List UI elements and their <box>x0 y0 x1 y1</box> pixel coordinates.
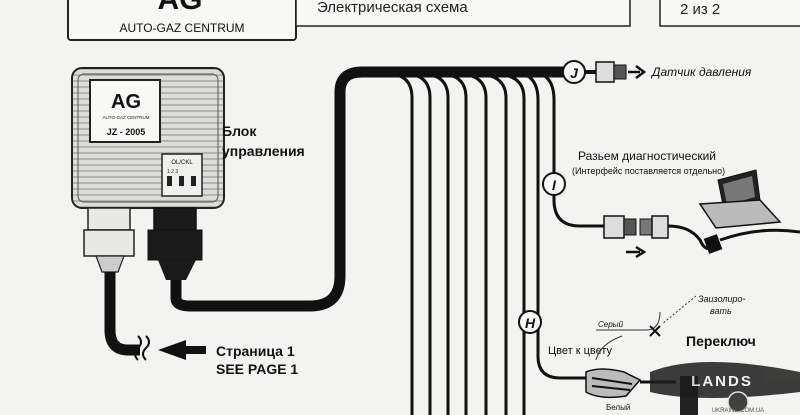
wire-h <box>511 70 590 380</box>
switch-harness: Белый <box>585 368 698 415</box>
arrow-right-icon <box>158 340 206 360</box>
cable-to-page1 <box>104 272 140 356</box>
watermark-sub: UKRAINE.COM.UA <box>712 408 764 414</box>
brand-letters: AG <box>158 0 203 16</box>
dip-switch-3 <box>191 176 196 186</box>
page-title: Электрическая схема <box>317 0 468 16</box>
main-harness <box>170 66 570 312</box>
header-page-box: 2 из 2 <box>659 0 800 27</box>
connector-h-badge <box>518 310 542 334</box>
pressure-sensor-label: Датчик давления <box>650 65 752 79</box>
page-indicator: 2 из 2 <box>680 1 720 18</box>
ecu-label-line2: управления <box>222 143 305 159</box>
ecu-switch-label: OL/CKL <box>171 160 193 166</box>
svg-text:1 2 3: 1 2 3 <box>167 169 178 175</box>
page-ref-line1: Страница 1 <box>216 343 295 359</box>
page-ref-line2: SEE PAGE 1 <box>216 361 298 377</box>
ecu-logo-sub: AUTO-GAZ CENTRUM <box>103 115 150 120</box>
isolate-label-1: Заизолиро- <box>698 294 746 304</box>
dip-switch-2 <box>179 176 184 186</box>
diag-title: Разьем диагностический <box>578 149 716 163</box>
ecu-logo: AG <box>111 91 141 113</box>
connector-h-label: H <box>525 315 536 331</box>
watermark-text: LANDS <box>691 373 753 390</box>
diag-connector <box>603 215 669 239</box>
watermark-logo: LANDS UKRAINE.COM.UA <box>650 362 800 414</box>
branch-wires <box>387 72 526 415</box>
laptop-icon <box>698 169 782 229</box>
wire-i <box>529 70 604 228</box>
diag-sub: (Интерфейс поставляется отдельно) <box>572 166 725 176</box>
header-brand-box: AG AUTO-GAZ CENTRUM <box>67 0 297 41</box>
connector-i-label: I <box>552 177 557 193</box>
wavy-break-icon <box>134 335 150 361</box>
ecu-model: JZ - 2005 <box>107 127 146 137</box>
connector-i-badge <box>542 172 566 196</box>
grey-wire-label: Серый <box>598 320 624 329</box>
header-title-box: Электрическая схема <box>295 0 631 27</box>
isolate-label-2: вать <box>710 306 732 316</box>
ecu-unit: AG AUTO-GAZ CENTRUM JZ - 2005 OL/CKL 1 2… <box>71 67 225 280</box>
connector-j-label: J <box>570 65 579 81</box>
switch-label: Переключ <box>686 333 756 349</box>
connector-plug-icon <box>595 61 627 83</box>
dip-switch-1 <box>167 176 172 186</box>
white-wire-label: Белый <box>606 403 630 412</box>
ecu-label-line1: Блок <box>222 123 257 139</box>
color-to-color-label: Цвет к цвету <box>548 345 613 357</box>
brand-name: AUTO-GAZ CENTRUM <box>119 21 244 35</box>
ground-x-icon <box>649 325 661 337</box>
